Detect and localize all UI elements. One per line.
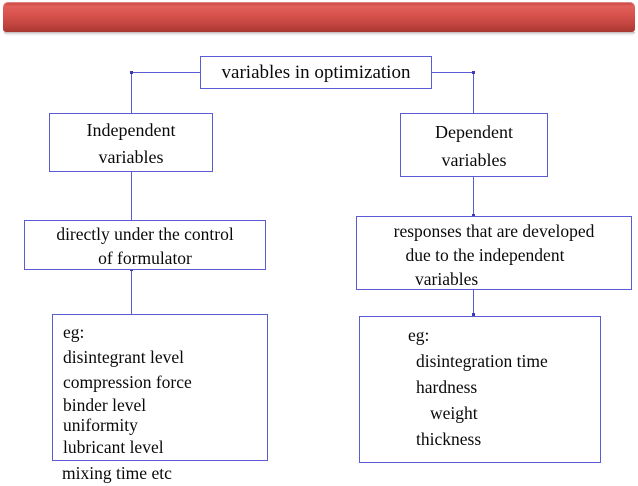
node-ind-list-line-4: binder level	[63, 395, 147, 415]
node-independent-line-1: Independent	[86, 120, 176, 140]
node-root-label: variables in optimization	[221, 62, 411, 83]
node-dependent-examples[interactable]: eg: disintegration time hardness weight …	[359, 316, 601, 463]
banner-drop-shadow	[4, 32, 635, 36]
node-independent-description[interactable]: directly under the control of formulator	[24, 220, 266, 270]
connector-root-to-right-horizontal	[432, 71, 474, 73]
connector-dep-desc-to-list	[473, 290, 475, 316]
connector-dependent-to-desc	[473, 177, 475, 216]
node-dep-list-line-4: weight	[430, 403, 478, 423]
connector-independent-to-desc	[130, 172, 132, 220]
node-dep-list-line-1: eg:	[408, 325, 430, 345]
node-dependent-variables[interactable]: Dependent variables	[400, 113, 548, 177]
connector-joint-left-top	[129, 70, 133, 74]
banner-gradient-bar	[3, 2, 635, 32]
node-dep-desc-line-2: due to the independent	[405, 245, 565, 265]
connector-joint-dependent-desc	[472, 213, 475, 217]
node-dependent-description[interactable]: responses that are developed due to the …	[356, 216, 632, 290]
node-ind-list-line-6: lubricant level	[63, 437, 164, 457]
node-independent-variables[interactable]: Independent variables	[49, 113, 213, 172]
connector-root-to-left-vertical	[130, 71, 132, 114]
node-ind-list-line-1: eg:	[63, 322, 85, 342]
connector-ind-desc-to-list	[130, 270, 132, 314]
connector-root-to-right-vertical	[473, 71, 475, 114]
connector-root-to-left-horizontal	[131, 71, 201, 73]
node-ind-list-line-2: disintegrant level	[63, 347, 185, 367]
node-dep-desc-line-1: responses that are developed	[393, 221, 595, 241]
connector-joint-right-top	[472, 70, 475, 74]
connector-joint-dep-desc	[472, 313, 475, 316]
node-ind-list-line-5: uniformity	[63, 415, 138, 435]
node-dep-desc-line-3: variables	[415, 269, 479, 289]
node-ind-list-line-3: compression force	[63, 372, 192, 392]
node-dependent-line-1: Dependent	[435, 122, 513, 142]
node-ind-list-line-7: mixing time etc	[62, 463, 172, 483]
node-dependent-line-2: variables	[441, 150, 507, 170]
node-ind-desc-line-1: directly under the control	[56, 224, 234, 244]
node-dep-list-line-3: hardness	[416, 377, 478, 397]
node-variables-in-optimization[interactable]: variables in optimization	[200, 56, 432, 89]
node-independent-examples[interactable]: eg: disintegrant level compression force…	[52, 314, 268, 461]
node-dep-list-line-5: thickness	[416, 429, 482, 449]
node-dep-list-line-2: disintegration time	[416, 351, 548, 371]
node-ind-desc-line-2: of formulator	[98, 248, 192, 268]
node-independent-line-2: variables	[98, 147, 164, 167]
slide-top-banner	[0, 0, 638, 38]
